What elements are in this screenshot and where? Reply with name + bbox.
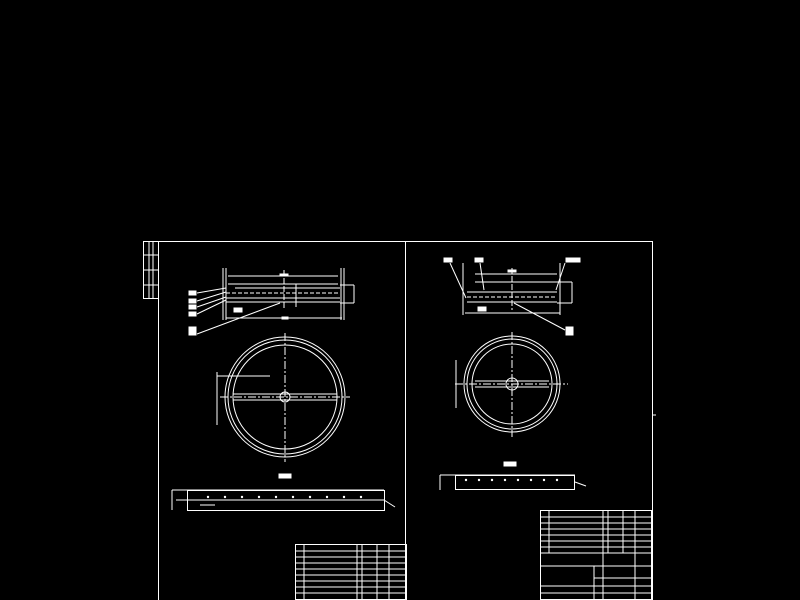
- drawing-frame: [143, 241, 656, 600]
- right-strip-detail: [439, 461, 587, 490]
- right-section-view: [443, 257, 581, 336]
- right-plan-view: [455, 332, 568, 437]
- right-title-block: [540, 510, 652, 600]
- left-section-view: [188, 268, 355, 336]
- left-plan-view: [216, 333, 350, 462]
- left-title-block: [295, 544, 407, 600]
- left-strip-detail: [171, 473, 396, 511]
